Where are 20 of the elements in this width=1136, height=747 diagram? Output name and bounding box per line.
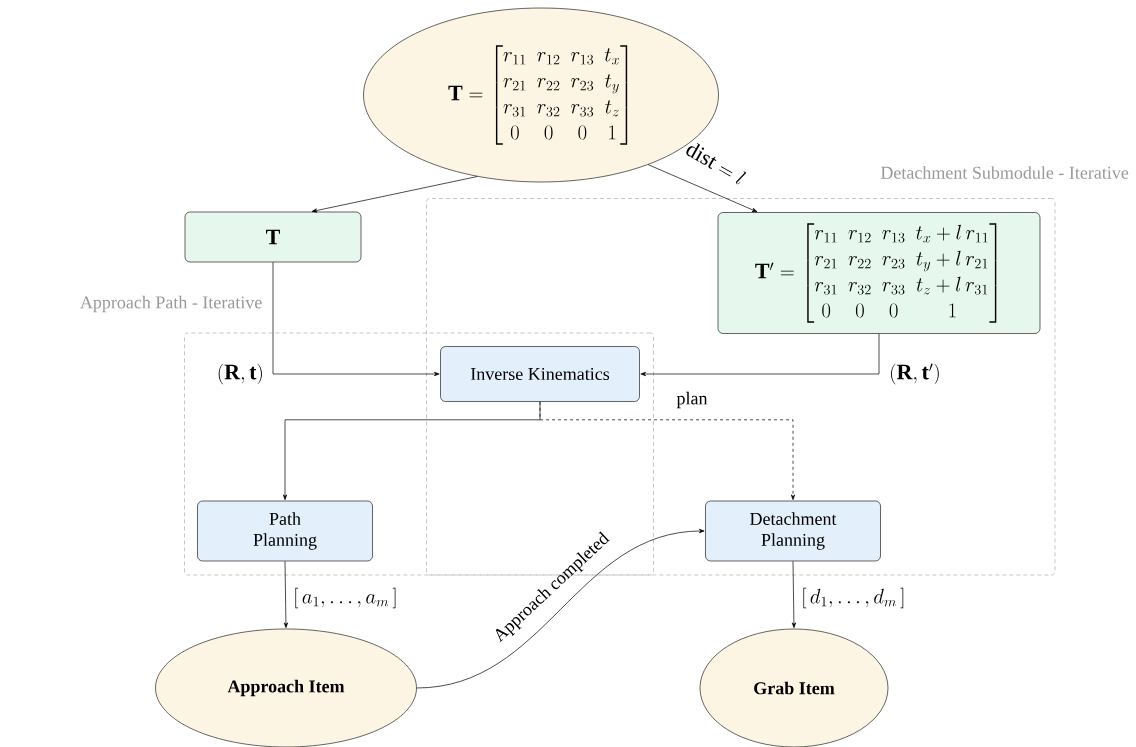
arrow: [791, 560, 796, 628]
edge-label: $(\mathbf{R}, \mathbf{t}')$: [891, 363, 939, 385]
process-box: Inverse Kinematics: [440, 346, 640, 402]
edge-label: $(\mathbf{R}, \mathbf{t})$: [218, 363, 262, 385]
arrow: [272, 261, 440, 377]
group-title: Approach Path - Iterative: [80, 295, 262, 313]
process-box: Detachment Planning: [705, 500, 881, 562]
arrow: [416, 528, 705, 689]
process-box: Path Planning: [197, 500, 373, 562]
arrow: [647, 164, 758, 213]
edge-label: $[\, a_1, \ldots, a_m \,]$: [295, 587, 396, 609]
edge-label: $[\, d_1, \ldots, d_m \,]$: [803, 587, 904, 609]
matrix-box: $\mathbf{T}' = \begin{bmatrix} r_{11} & r_{12} & r_{13} & t_x + l\, r_{11} \\ r_{21} & r_{22} & r_{23} & t_y + l\, r_{21} \\ r_{31} & r_{32} & r_{33} & t_z + l\, r_{31} \\ 0 & 0 & 0 & 1 \end{bmatrix}$: [717, 212, 1041, 334]
arrow: [539, 401, 796, 500]
process-box: $\mathbf{T}$: [184, 211, 362, 263]
group-title: Detachment Submodule - Iterative: [880, 166, 1129, 179]
edge-label: plan: [676, 391, 708, 409]
arrow: [311, 176, 478, 213]
arrow: [283, 560, 288, 628]
arrow: [640, 333, 880, 377]
